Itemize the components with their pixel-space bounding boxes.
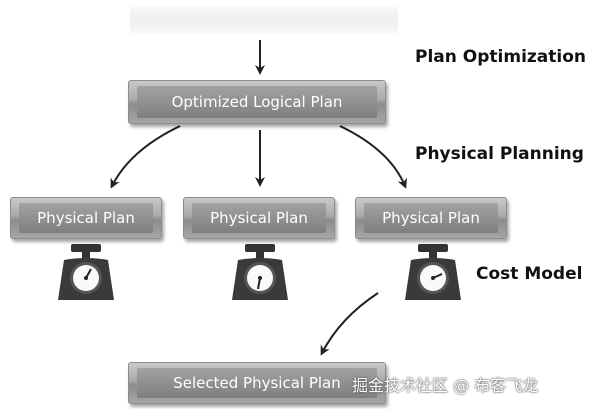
weighing-scale-icon: [405, 244, 461, 300]
weighing-scale-icon: [58, 244, 114, 300]
physical-plan-label: Physical Plan: [382, 209, 480, 227]
faded-input-block: [130, 6, 398, 34]
selected-physical-plan-label: Selected Physical Plan: [173, 374, 341, 392]
physical-plan-node-2: Physical Plan: [183, 197, 335, 239]
arrow-to-physical-plan-right: [339, 125, 407, 189]
physical-plan-label: Physical Plan: [210, 209, 308, 227]
watermark: 掘金技术社区 @ 布客飞龙: [352, 376, 539, 395]
arrow-to-physical-plan-left: [110, 125, 181, 189]
arrow-to-selected-plan: [320, 292, 379, 356]
optimized-logical-plan-node: Optimized Logical Plan: [128, 80, 386, 124]
cost-model-label: Cost Model: [476, 264, 583, 284]
optimized-logical-plan-label: Optimized Logical Plan: [171, 93, 343, 111]
plan-optimization-label: Plan Optimization: [415, 47, 586, 67]
physical-plan-label: Physical Plan: [37, 209, 135, 227]
physical-planning-label: Physical Planning: [415, 144, 584, 164]
selected-physical-plan-node: Selected Physical Plan: [128, 362, 386, 404]
weighing-scale-icon: [232, 244, 288, 300]
physical-plan-node-1: Physical Plan: [10, 197, 162, 239]
physical-plan-node-3: Physical Plan: [355, 197, 507, 239]
